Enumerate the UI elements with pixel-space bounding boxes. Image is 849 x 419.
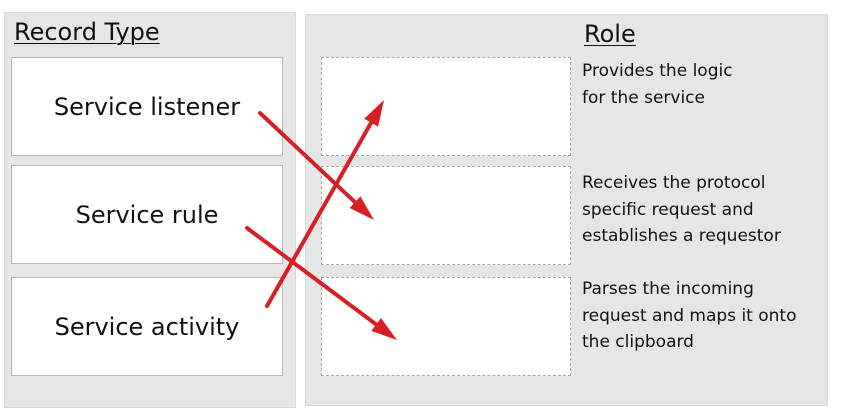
record-type-label: Service activity [54, 312, 240, 341]
role-drop-target-3[interactable] [321, 277, 571, 376]
record-type-label: Service listener [53, 92, 241, 121]
role-description-1: Provides the logic for the service [582, 61, 733, 108]
role-drop-target-1[interactable] [321, 57, 571, 156]
record-type-label: Service rule [75, 200, 219, 229]
record-type-heading: Record Type [14, 18, 160, 46]
role-description-3: Parses the incoming request and maps it … [582, 279, 797, 352]
record-type-service-rule[interactable]: Service rule [11, 165, 283, 264]
role-drop-target-2[interactable] [321, 166, 571, 265]
record-type-service-activity[interactable]: Service activity [11, 277, 283, 376]
role-description-2: Receives the protocol specific request a… [582, 173, 781, 246]
record-type-service-listener[interactable]: Service listener [11, 57, 283, 156]
role-heading: Role [584, 20, 636, 48]
